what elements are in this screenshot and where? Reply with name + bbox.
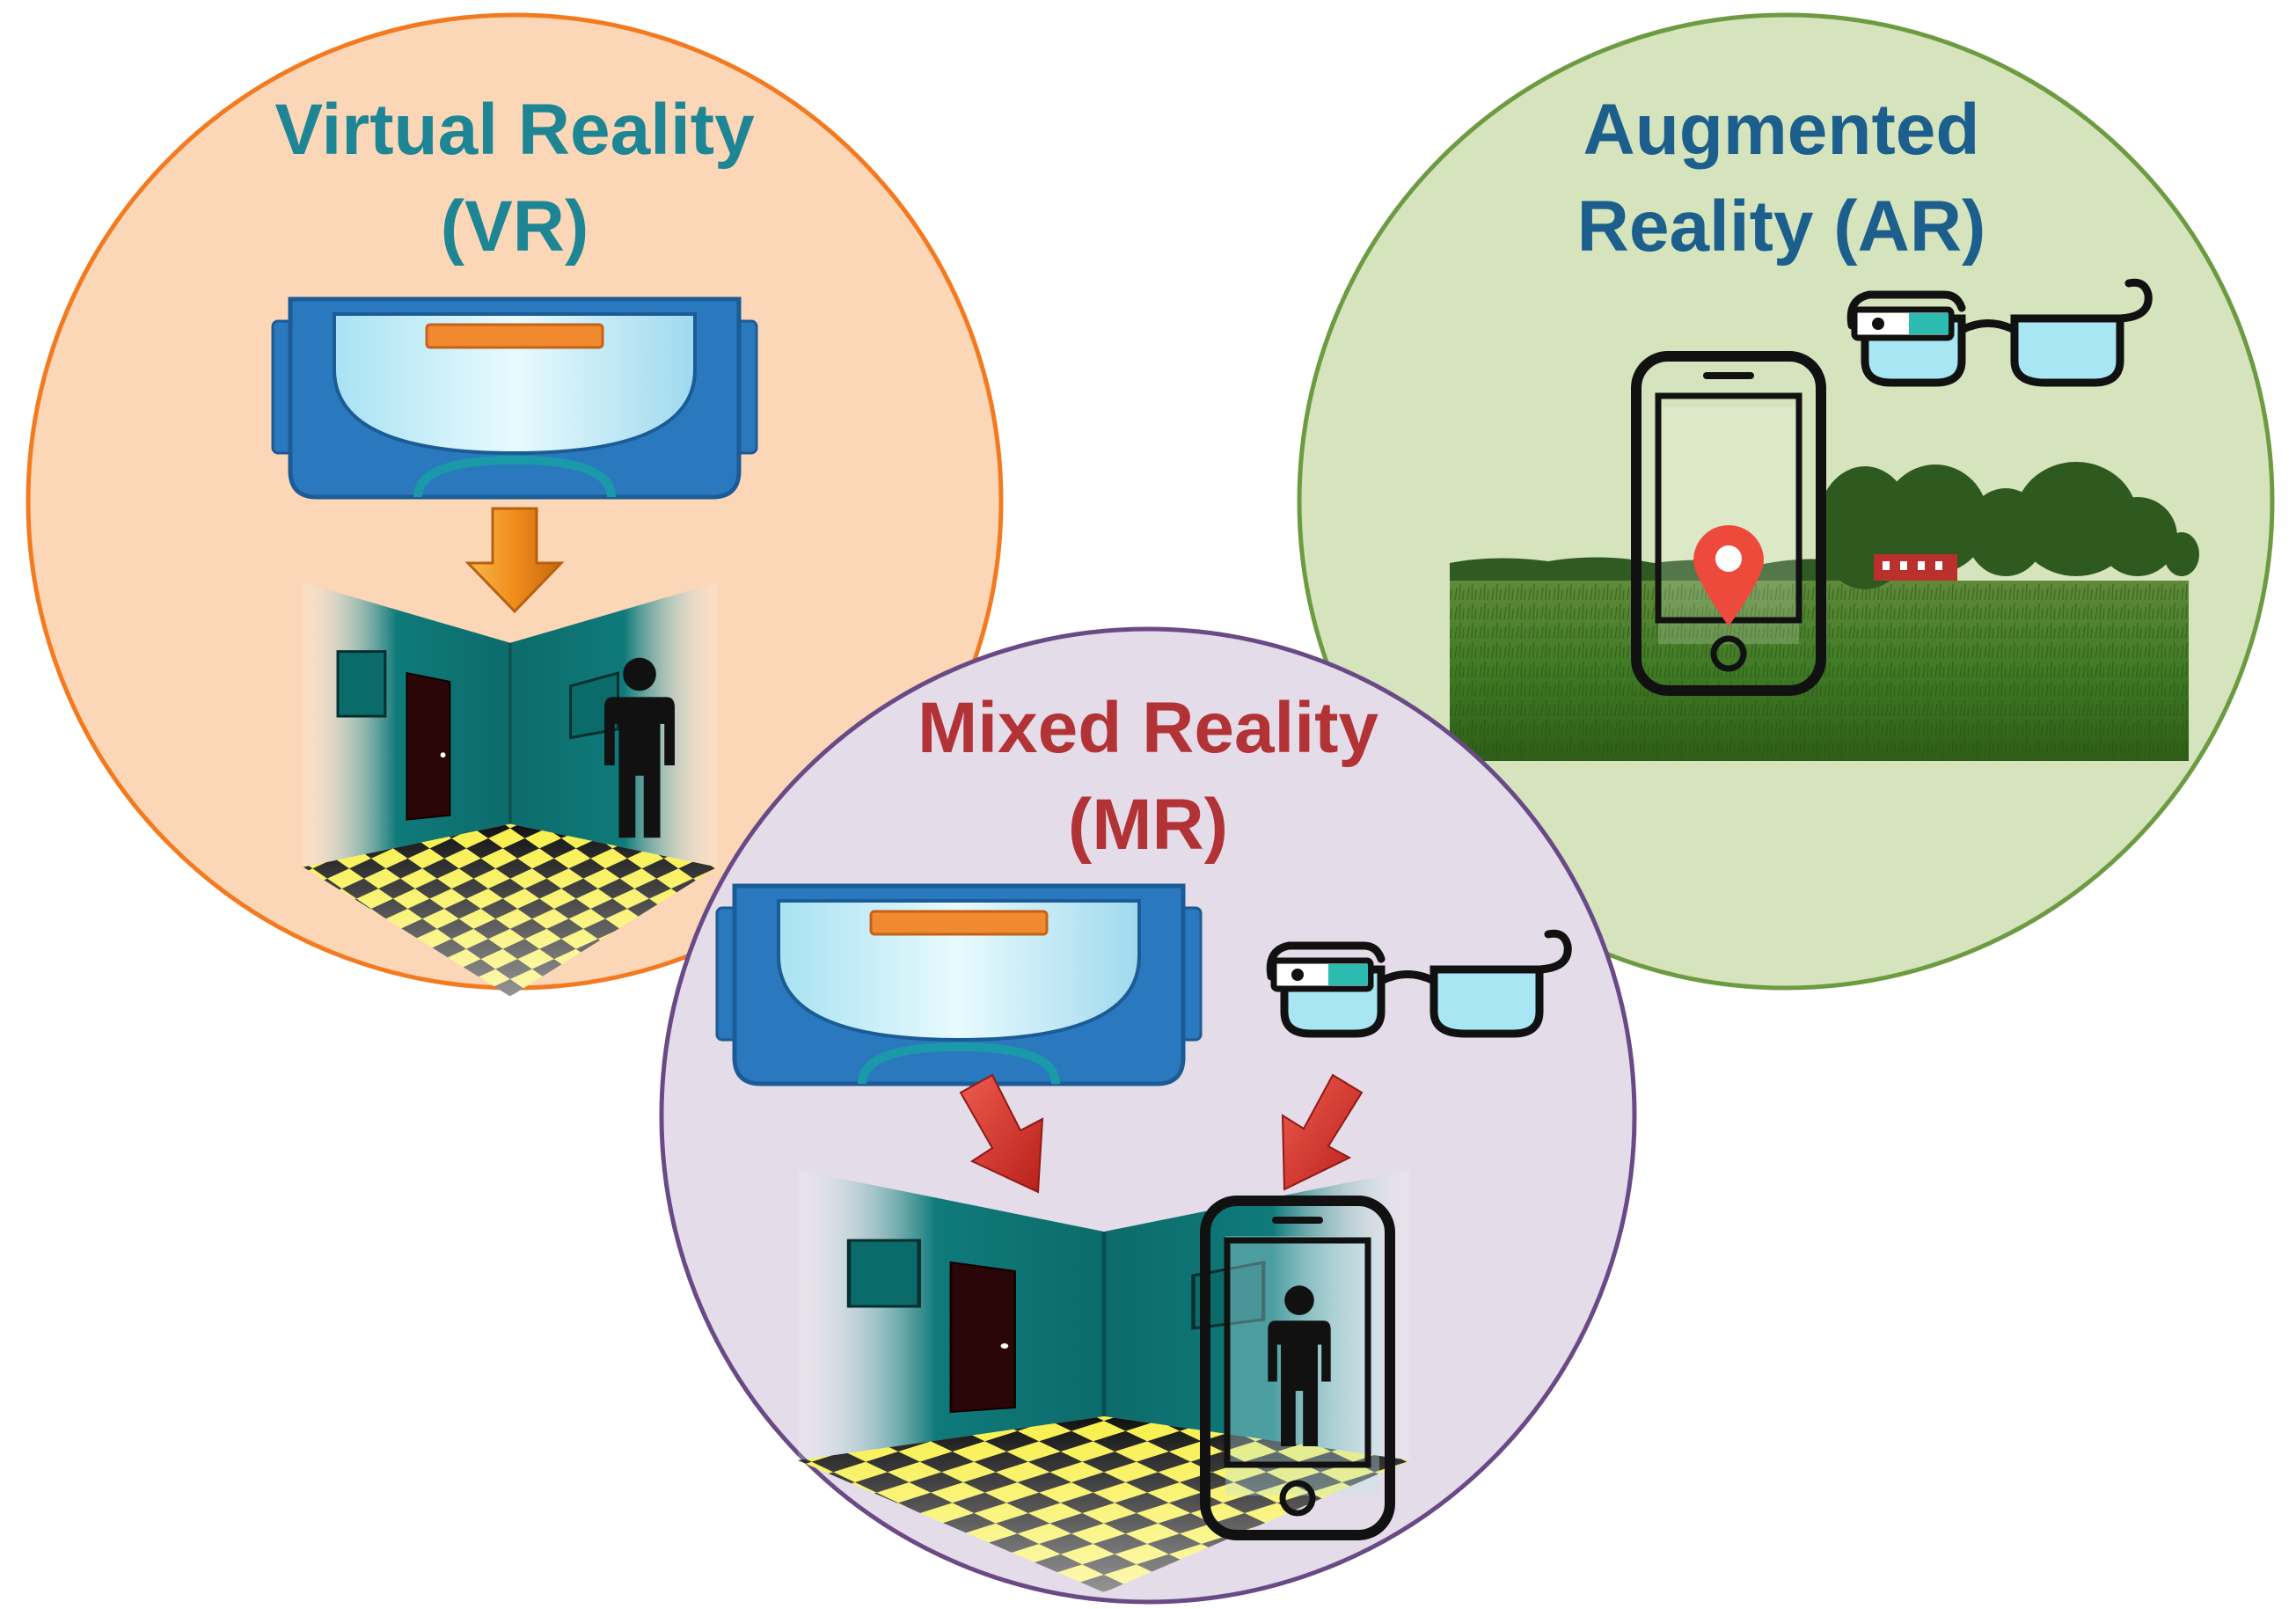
arrow-down-icon [959,1073,1044,1194]
location-pin-icon [1693,525,1764,626]
ar-circle: Augmented Reality (AR) [1297,12,2275,991]
mr-title-line1: Mixed Reality [918,688,1378,768]
arrow-down-icon [1281,1073,1364,1191]
vr-headset-icon [273,299,757,497]
vr-title-line2: (VR) [441,186,589,267]
arrow-down-icon [464,507,565,614]
ar-title-line1: Augmented [1583,90,1980,170]
ar-title-line2: Reality (AR) [1577,186,1986,267]
mr-circle: Mixed Reality (MR) [659,626,1637,1605]
mr-headset-icon [717,886,1201,1084]
mr-title-line2: (MR) [1068,785,1228,865]
vr-circle: Virtual Reality (VR) [26,12,1004,998]
vr-title-line1: Virtual Reality [274,90,755,170]
